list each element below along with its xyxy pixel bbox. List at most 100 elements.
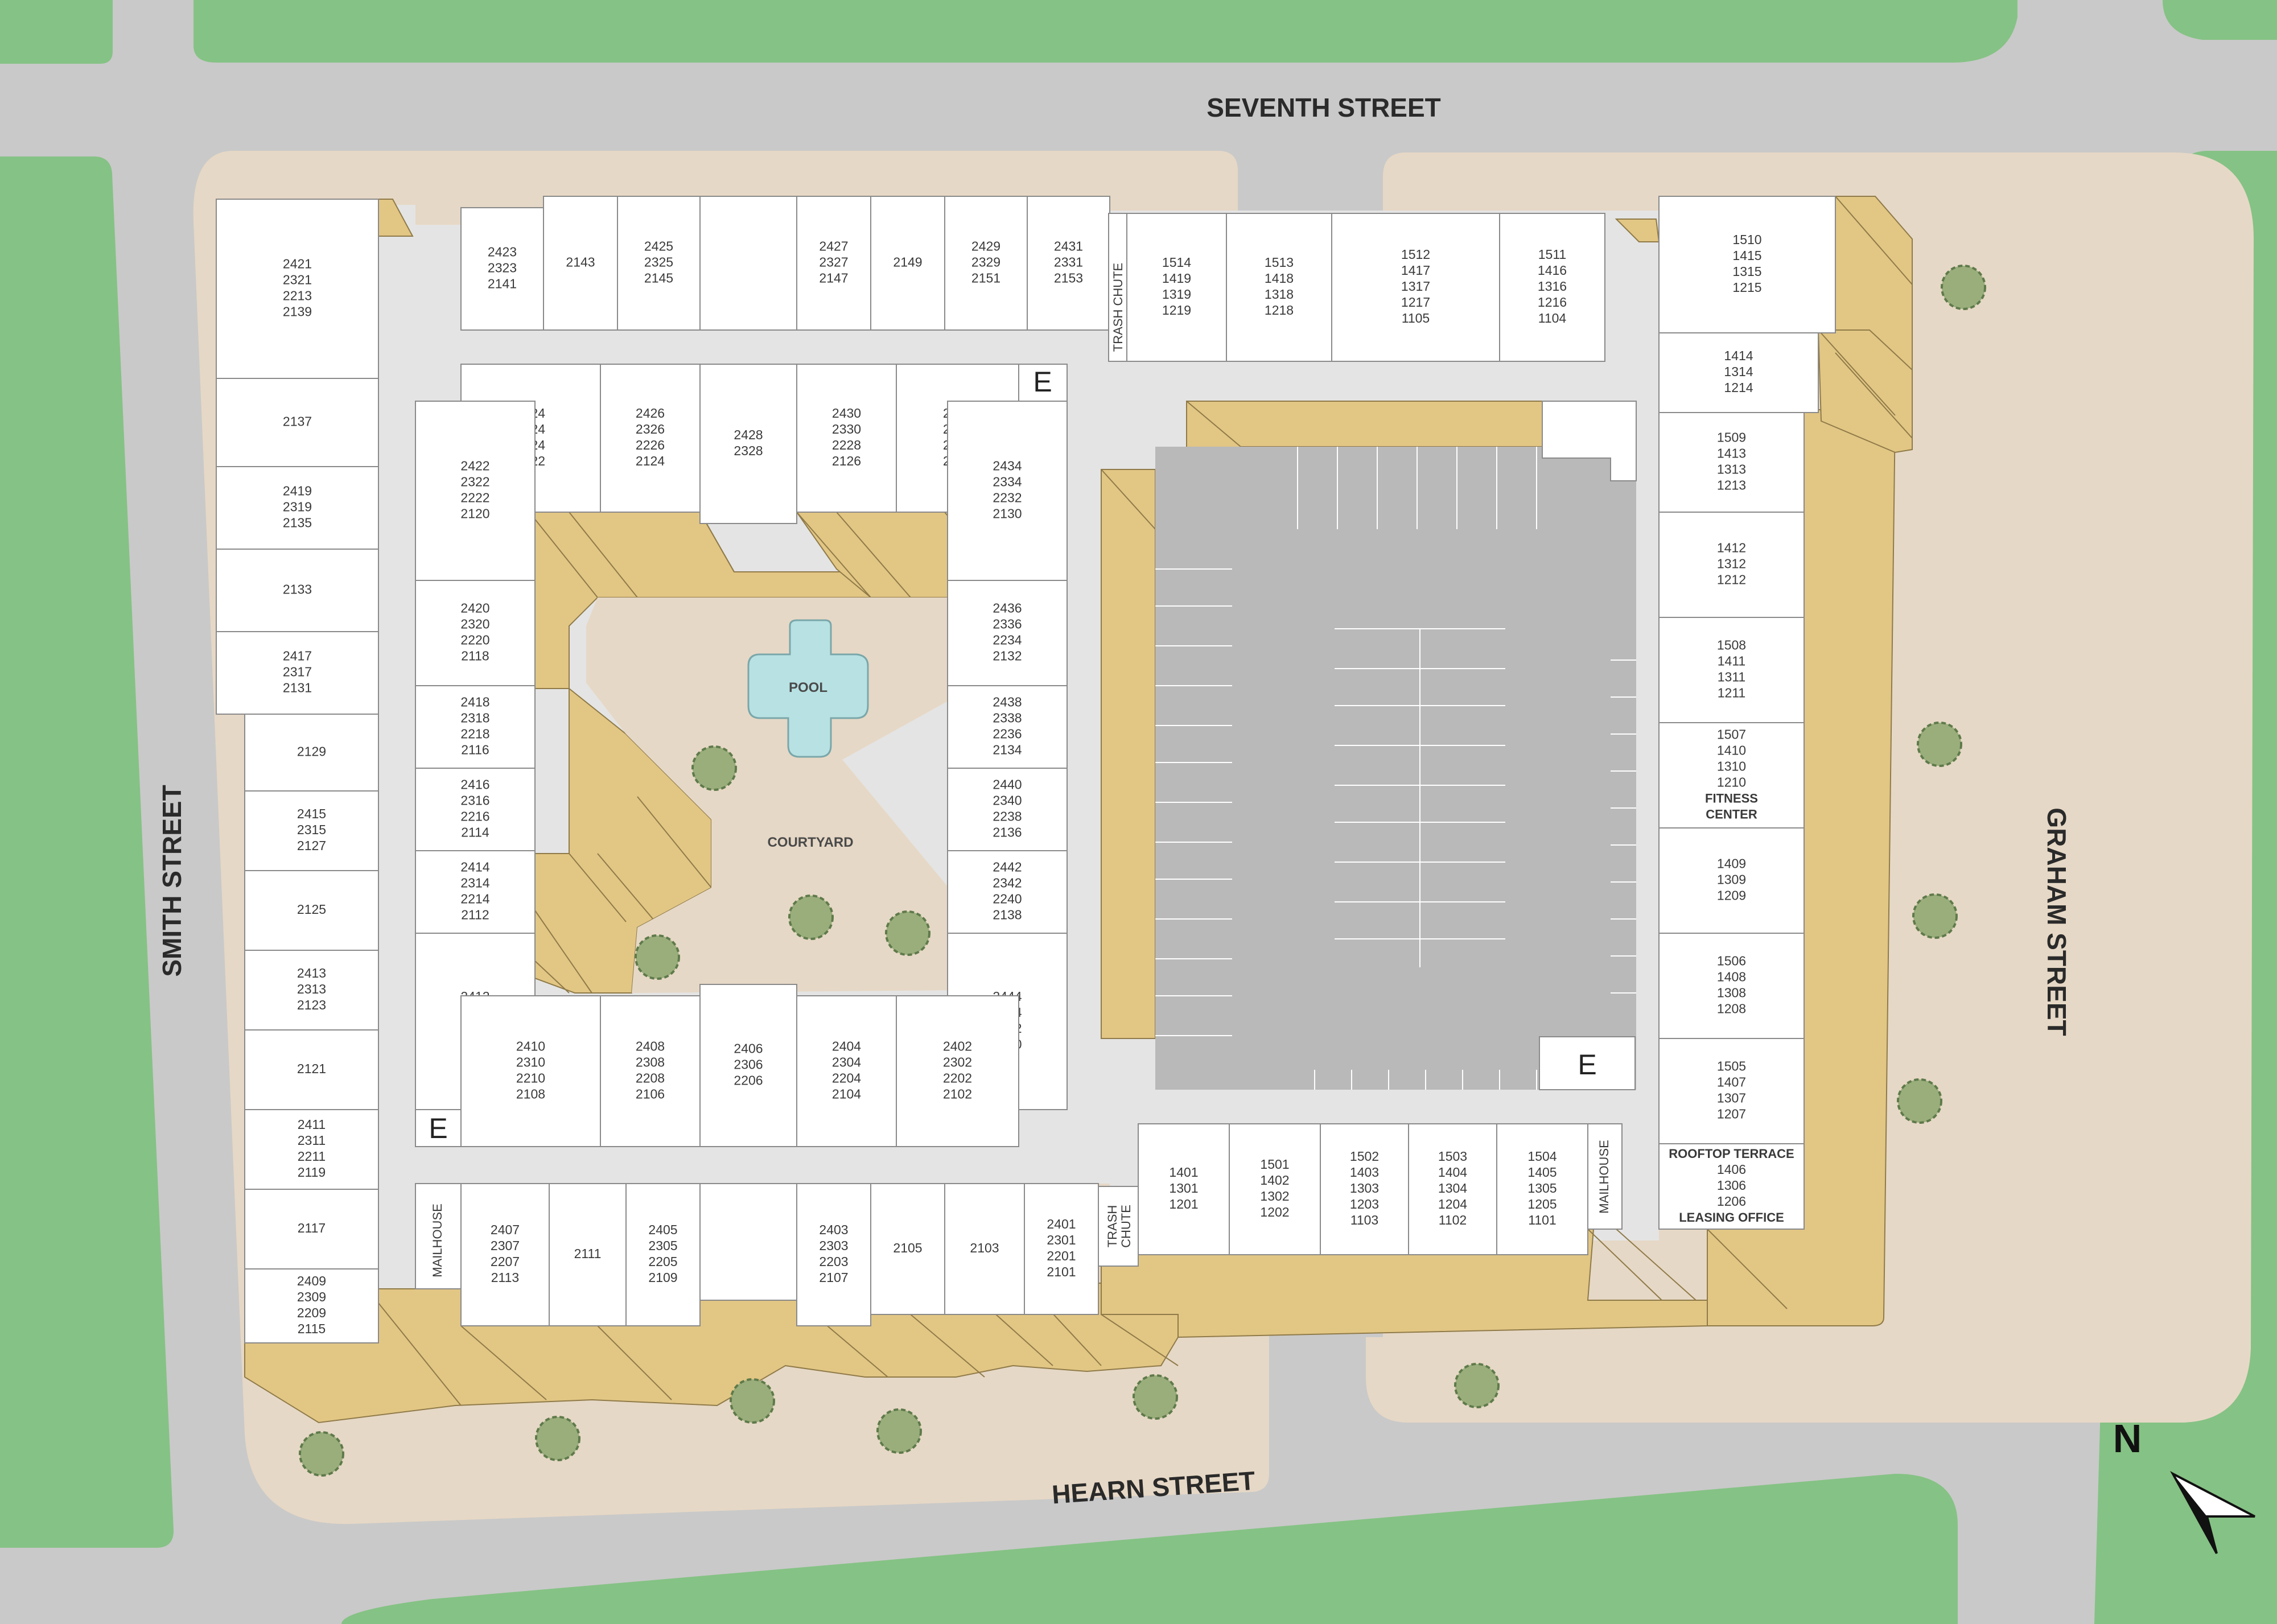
unit-block[interactable]: 2149 <box>870 196 945 331</box>
unit-footprint[interactable] <box>415 768 536 851</box>
unit-footprint[interactable] <box>244 1189 379 1269</box>
unit-footprint[interactable] <box>870 196 945 331</box>
unit-footprint[interactable] <box>1126 213 1227 362</box>
unit-footprint[interactable] <box>415 685 536 769</box>
unit-footprint[interactable] <box>1226 213 1332 362</box>
unit-footprint[interactable] <box>947 685 1068 769</box>
unit-footprint[interactable] <box>947 850 1068 934</box>
unit-footprint[interactable] <box>216 199 379 379</box>
unit-footprint[interactable] <box>216 466 379 550</box>
unit-footprint[interactable] <box>216 631 379 715</box>
unit-footprint[interactable] <box>1658 827 1805 934</box>
unit-footprint[interactable] <box>244 1109 379 1190</box>
unit-footprint[interactable] <box>415 580 536 686</box>
unit-footprint[interactable] <box>1658 412 1805 513</box>
unit-footprint[interactable] <box>1024 1183 1099 1315</box>
unit-footprint[interactable] <box>1658 1143 1805 1230</box>
unit-block[interactable]: 2121 <box>244 1029 379 1110</box>
unit-footprint[interactable] <box>944 196 1028 331</box>
unit-footprint[interactable] <box>699 984 797 1147</box>
unit-footprint[interactable] <box>947 768 1068 851</box>
unit-block[interactable]: 2117 <box>244 1189 379 1269</box>
unit-block[interactable]: 2129 <box>244 714 379 792</box>
unit-footprint[interactable] <box>947 401 1068 581</box>
unit-footprint[interactable] <box>617 196 701 331</box>
unit-footprint[interactable] <box>600 995 701 1147</box>
unit-footprint[interactable] <box>947 580 1068 686</box>
unit-footprint[interactable] <box>1229 1123 1321 1255</box>
unit-footprint[interactable] <box>1658 722 1805 829</box>
unit-footprint[interactable] <box>1658 933 1805 1039</box>
unit-footprint[interactable] <box>796 196 871 331</box>
unit-block[interactable]: 2125 <box>244 870 379 951</box>
unit-block[interactable]: 2143 <box>543 196 618 331</box>
unit-footprint[interactable] <box>1496 1123 1588 1255</box>
unit-footprint[interactable] <box>244 790 379 871</box>
unit-footprint[interactable] <box>244 714 379 792</box>
unit-footprint[interactable] <box>1658 196 1836 333</box>
unit-footprint[interactable] <box>460 995 601 1147</box>
unit-footprint[interactable] <box>896 995 1019 1147</box>
unit-footprint[interactable] <box>1658 617 1805 723</box>
unit-footprint[interactable] <box>944 1183 1025 1315</box>
unit-footprint[interactable] <box>600 364 701 513</box>
unit-footprint[interactable] <box>796 1183 871 1326</box>
unit-footprint[interactable] <box>1499 213 1605 362</box>
unit-footprint[interactable] <box>796 995 897 1147</box>
unit-footprint[interactable] <box>244 1268 379 1343</box>
unit-footprint[interactable] <box>1320 1123 1409 1255</box>
unit-block[interactable]: 2103 <box>944 1183 1025 1315</box>
unit-block[interactable]: 2133 <box>216 549 379 632</box>
unit-footprint[interactable] <box>625 1183 701 1326</box>
unit-block[interactable]: 2111 <box>549 1183 627 1326</box>
unit-block[interactable]: 2105 <box>870 1183 945 1315</box>
unit-footprint[interactable] <box>1658 512 1805 618</box>
unit-footprint[interactable] <box>1138 1123 1230 1255</box>
unit-footprint[interactable] <box>1027 196 1110 331</box>
